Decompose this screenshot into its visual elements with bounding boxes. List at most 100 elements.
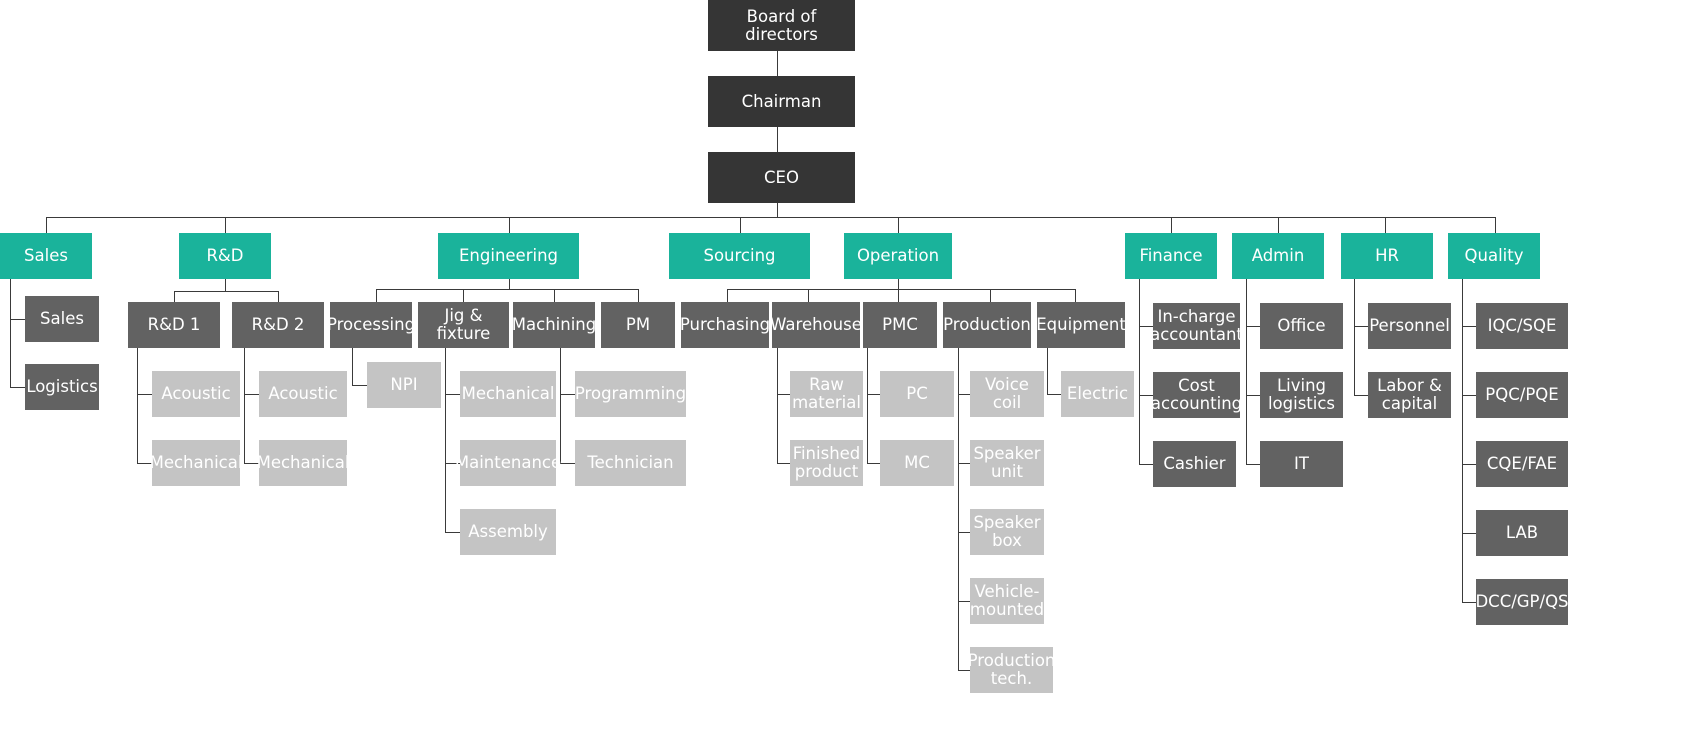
connector-line [777,127,778,152]
node-label: Mechanical [461,384,555,404]
connector-line [1495,217,1496,233]
node-label: Labor & capital [1377,376,1442,413]
connector-line [1139,279,1140,464]
connector-line [1462,395,1476,396]
node-label: Cashier [1163,454,1226,474]
connector-line [727,289,728,302]
connector-line [898,289,899,302]
node-label: Sourcing [703,246,776,266]
connector-line [958,532,970,533]
node-label: Board of directors [745,6,818,44]
connector-line [1462,602,1476,603]
connector-line [958,601,970,602]
node-label: PMC [882,315,918,335]
node-label: Engineering [459,246,558,266]
node-label: Living logistics [1267,376,1336,413]
node-finance: Finance [1125,233,1217,279]
connector-line [376,289,377,302]
node-cashier: Cashier [1153,441,1236,487]
connector-line [958,463,970,464]
node-label: CQE/FAE [1486,454,1558,474]
node-label: Operation [856,246,940,266]
connector-line [137,348,138,464]
connector-line [867,394,880,395]
node-rd2-mechanical: Mechanical [257,440,349,486]
connector-line [1246,395,1260,396]
node-production-tech: Production tech. [967,647,1056,693]
connector-line [1385,217,1386,233]
node-label: R&D 2 [251,315,305,335]
connector-line [1246,464,1260,465]
node-raw-material: Raw material [790,371,863,417]
node-cost-accounting: Cost accounting [1150,372,1243,418]
node-equipment: Equipment [1036,302,1126,348]
node-dcc: DCC/GP/QS [1475,579,1569,625]
node-rd: R&D [179,233,271,279]
node-label: R&D [206,246,244,266]
node-label: Maintenance [454,453,562,473]
node-production: Production [943,302,1031,348]
connector-line [1047,394,1061,395]
node-personnel: Personnel [1368,303,1451,349]
node-iqc: IQC/SQE [1476,303,1568,349]
node-label: PC [906,384,928,404]
connector-line [1354,279,1355,395]
node-label: Voice coil [985,375,1029,412]
connector-line [777,51,778,76]
node-engineering: Engineering [438,233,579,279]
connector-line [445,532,460,533]
node-pc: PC [880,371,954,417]
node-label: Electric [1066,384,1129,404]
node-label: R&D 1 [147,315,201,335]
node-admin: Admin [1232,233,1324,279]
node-quality: Quality [1448,233,1540,279]
connector-line [46,217,1496,218]
node-office: Office [1260,303,1343,349]
node-labor-capital: Labor & capital [1368,372,1451,418]
node-label: Production tech. [967,651,1056,688]
connector-line [1075,289,1076,302]
connector-line [560,348,561,464]
node-label: Cost accounting [1150,376,1243,413]
node-label: Office [1277,316,1326,336]
node-label: PQC/PQE [1485,385,1559,405]
node-rd2: R&D 2 [232,302,324,348]
node-label: Personnel [1369,316,1450,336]
node-sales-logistics: Logistics [25,364,99,410]
node-label: Acoustic [161,384,231,404]
connector-line [10,279,11,387]
node-it: IT [1260,441,1343,487]
node-label: Admin [1251,246,1305,266]
connector-line [1171,217,1172,233]
connector-line [1462,533,1476,534]
connector-line [174,291,175,302]
node-label: MC [904,453,930,473]
node-label: Quality [1464,246,1524,266]
connector-line [1139,464,1153,465]
node-sales: Sales [0,233,92,279]
node-warehouse: Warehouse [770,302,862,348]
node-jig-assembly: Assembly [460,509,556,555]
connector-line [46,217,47,233]
node-ceo: CEO [708,152,855,203]
connector-line [174,291,278,292]
node-cqe: CQE/FAE [1476,441,1568,487]
connector-line [445,348,446,533]
connector-line [137,463,152,464]
node-mach-technician: Technician [575,440,686,486]
node-label: Finance [1139,246,1203,266]
connector-line [777,463,790,464]
connector-line [958,670,970,671]
node-chairman: Chairman [708,76,855,127]
node-npi: NPI [367,362,441,408]
connector-line [244,463,259,464]
node-label: In-charge accountant [1150,307,1243,344]
node-processing: Processing [327,302,415,348]
connector-line [777,394,790,395]
connector-line [1139,326,1153,327]
node-label: Sales [40,309,84,329]
node-rd1: R&D 1 [128,302,220,348]
node-pqc: PQC/PQE [1476,372,1568,418]
connector-line [10,319,25,320]
connector-line [727,289,1075,290]
